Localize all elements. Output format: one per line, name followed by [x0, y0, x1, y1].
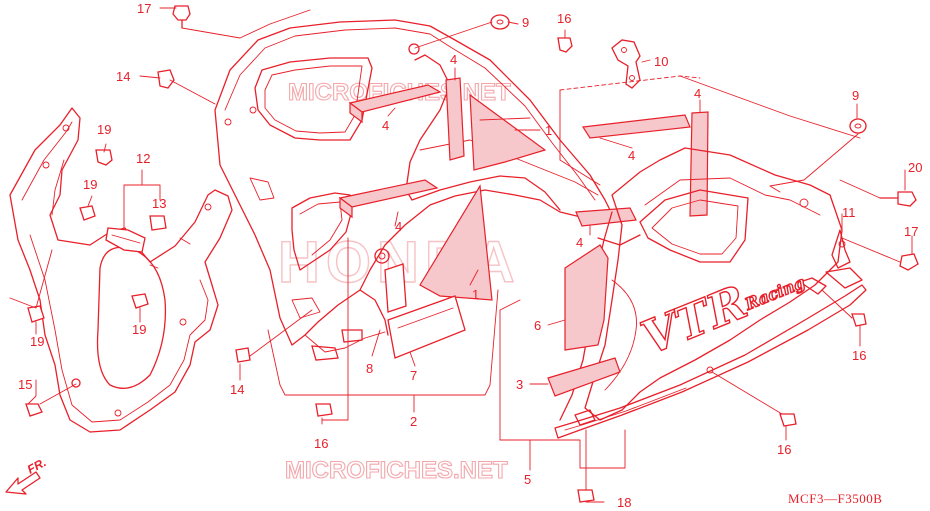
callout-14: 14 [230, 382, 244, 397]
callout-18: 18 [617, 495, 631, 510]
callout-15: 15 [18, 377, 32, 392]
pad-triangle-lower [419, 184, 493, 301]
callout-13: 13 [152, 196, 166, 211]
pad-6 [564, 244, 609, 351]
callout-16: 16 [777, 442, 791, 457]
bracket-10 [611, 39, 641, 89]
inner-panel-left [9, 107, 233, 433]
foam-strip-set [338, 77, 709, 227]
callout-4: 4 [450, 52, 457, 67]
pad-rect-8 [384, 263, 407, 313]
callout-19: 19 [30, 334, 44, 349]
callout-7: 7 [410, 368, 417, 383]
callout-16: 16 [852, 348, 866, 363]
callout-16: 16 [314, 436, 328, 451]
callout-2: 2 [410, 414, 417, 429]
callout-4: 4 [694, 86, 701, 101]
callout-19: 19 [132, 322, 146, 337]
callout-6: 6 [534, 318, 541, 333]
callout-17: 17 [904, 224, 918, 239]
callout-4: 4 [576, 235, 583, 250]
callout-8: 8 [366, 361, 373, 376]
callout-1: 1 [545, 123, 552, 138]
callout-19: 19 [83, 177, 97, 192]
callout-3: 3 [516, 377, 523, 392]
fairing-logo-sub: Racing [741, 273, 807, 314]
callouts: 17 14 9 16 10 4 4 1 4 4 4 1 8 7 2 14 16 … [18, 1, 922, 510]
callout-16: 16 [557, 11, 571, 26]
callout-14: 14 [116, 69, 130, 84]
callout-17: 17 [137, 1, 151, 16]
pad-triangle-upper [469, 93, 547, 171]
fasteners [25, 5, 919, 503]
callout-4: 4 [628, 148, 635, 163]
callout-10: 10 [654, 54, 668, 69]
pad-rect-7 [387, 295, 466, 359]
callout-11: 11 [842, 205, 856, 220]
callout-4: 4 [382, 118, 389, 133]
callout-9: 9 [852, 88, 859, 103]
callout-5: 5 [524, 472, 531, 487]
callout-20: 20 [908, 160, 922, 175]
callout-4: 4 [395, 219, 402, 234]
callout-1: 1 [472, 287, 479, 302]
callout-19: 19 [97, 122, 111, 137]
direction-arrow: FR. [5, 455, 49, 495]
direction-label: FR. [25, 455, 49, 476]
callout-9: 9 [522, 15, 529, 30]
fairing-logo: VTR [634, 275, 755, 366]
callout-12: 12 [136, 151, 150, 166]
watermark-bottom: MICROFICHES.NET [285, 457, 508, 484]
leader-lines [9, 7, 913, 503]
drawing-code: MCF3—F3500B [788, 491, 882, 506]
pad-3 [547, 357, 621, 397]
